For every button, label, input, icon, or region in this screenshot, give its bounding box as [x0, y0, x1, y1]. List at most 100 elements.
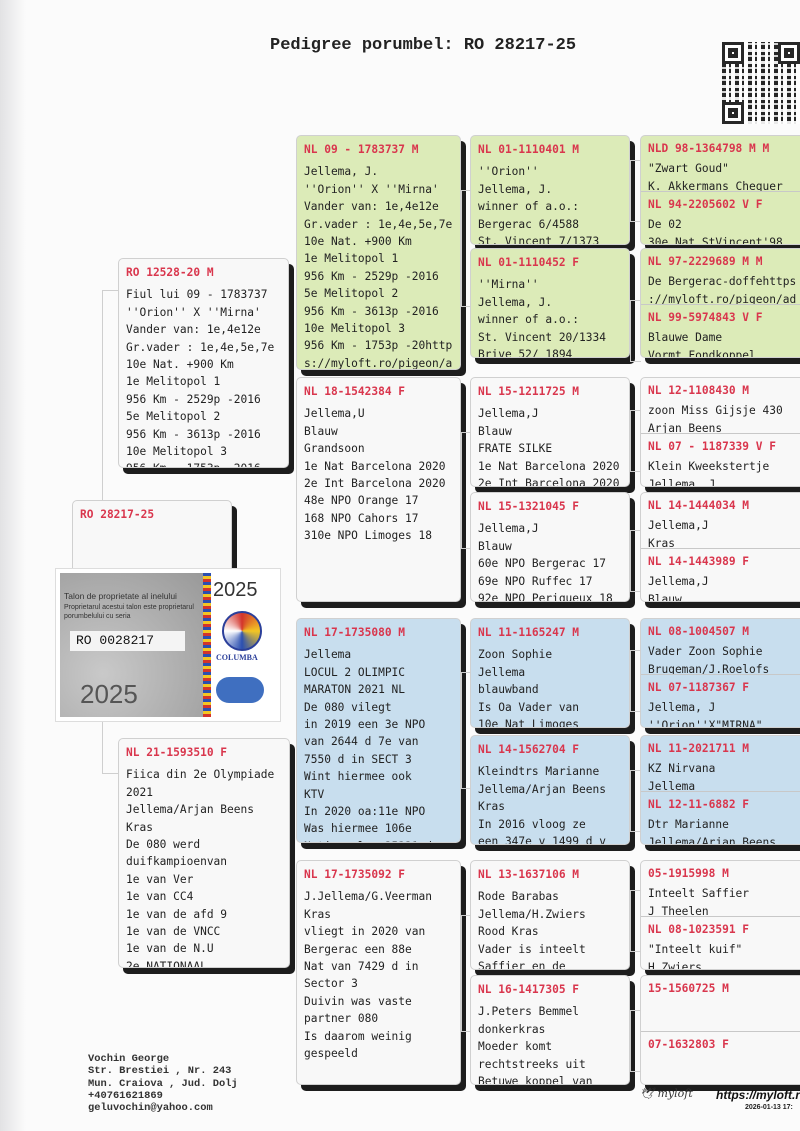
qr-code [722, 42, 800, 124]
connector-line [630, 1010, 641, 1072]
pigeon-info-line: Jellema,J [648, 575, 709, 589]
pigeon-ring-number: NL 09 - 1783737 M [304, 143, 419, 156]
pigeon-info-line: 1e van de VNCC [126, 925, 221, 939]
pigeon-info-line: De 02 [648, 218, 682, 232]
myloft-url-link[interactable]: https://myloft.r [716, 1088, 800, 1102]
gen3-box[interactable]: NL 01-1110452 F''Mirna''Jellema, J.winne… [470, 248, 630, 358]
pigeon-info-line: 2e Int Barcelona 2020 [478, 477, 620, 487]
pigeon-info-line: Gr.vader : 1e,4e,5e,7e [126, 340, 275, 354]
pigeon-ring-number: NL 97-2229689 M M [648, 255, 763, 268]
talon-subtitle: Proprietarul acestui talon este propriet… [64, 604, 194, 620]
pigeon-info-line: s://myloft.ro/pigeon/a [304, 356, 453, 370]
pigeon-info-line: 60e NPO Bergerac 17 [478, 557, 606, 571]
fci-logo-icon [216, 677, 264, 703]
pigeon-info-line: Is daarom weinig [304, 1029, 412, 1043]
gen4-entry[interactable]: NL 08-1023591 F"Inteelt kuif"H Zwiers [641, 916, 800, 970]
pigeon-info-line: blauwband [478, 683, 539, 697]
pigeon-info-line: Gr.vader : 1e,4e,5e,7e [304, 217, 453, 231]
gen4-entry[interactable]: 07-1632803 F [641, 1031, 800, 1084]
pigeon-info-line: van 2644 d 7e van [304, 735, 419, 749]
pigeon-info-line: Was hiermee 106e [304, 822, 412, 836]
ring-ownership-talon: Talon de proprietate al inelului Proprie… [55, 568, 281, 722]
pigeon-info-line: 956 Km - 3613p -2016 [126, 427, 261, 441]
pigeon-info-line: Nat van 7429 d in [304, 960, 419, 974]
pigeon-ring-number: RO 12528-20 M [126, 266, 214, 279]
gen4-pair-box[interactable]: 15-1560725 M 07-1632803 F [640, 975, 800, 1085]
owner-email: geluvochin@yahoo.com [88, 1102, 213, 1115]
pigeon-ring-number: NL 14-1444034 M [648, 499, 750, 512]
pigeon-info-line: 956 Km - 3613p -2016 [304, 304, 439, 318]
pigeon-info-line: Kras [478, 800, 505, 814]
pigeon-info-line: Is Oa Vader van [478, 700, 580, 714]
pigeon-info-line: winner of a.o.: [478, 313, 580, 327]
pigeon-ring-number: 05-1915998 M [648, 867, 729, 880]
pigeon-info-line: Bergerac 6/4588 [478, 217, 580, 231]
pigeon-info-line: 2021 [126, 785, 153, 799]
pigeon-info-line: J.Jellema/G.Veerman [304, 890, 432, 904]
pigeon-info-line: Duivin was vaste [304, 994, 412, 1008]
pigeon-info-line: Kras [648, 536, 675, 548]
pigeon-info-line: ''Orion''X"MIRNA" [648, 718, 763, 728]
pigeon-ring-number: NL 94-2205602 V F [648, 198, 763, 211]
pigeon-info-line: Jellema/Arjan Beens [478, 782, 606, 796]
gen4-entry[interactable]: 15-1560725 M [641, 976, 800, 1031]
pigeon-info-line: 69e NPO Ruffec 17 [478, 574, 593, 588]
gen4-entry[interactable]: NLD 98-1364798 M M"Zwart Goud"K. Akkerma… [641, 136, 800, 191]
pigeon-info-line: In 2016 vloog ze [478, 817, 586, 831]
pigeon-info-line: H Zwiers [648, 960, 702, 970]
pigeon-ring-number: NL 14-1562704 F [478, 743, 580, 756]
pigeon-info-line: 956 Km - 1753p -2016 [126, 460, 281, 467]
gen3-box[interactable]: NL 01-1110401 M''Orion''Jellema, J.winne… [470, 135, 630, 245]
pigeon-info-line: 10e Nat. +900 Km [126, 358, 234, 372]
pigeon-ring-number: 15-1560725 M [648, 982, 729, 995]
connector-line [461, 432, 471, 549]
pigeon-info-line: 168 NPO Cahors 17 [304, 511, 419, 525]
pigeon-info-line: St. Vincent 7/1373 [478, 235, 600, 245]
pigeon-info-line: Jellema, J. [478, 295, 553, 309]
pigeon-ring-number: NL 12-1108430 M [648, 384, 750, 397]
pigeon-info-line: St. Vincent 20/1334 [478, 330, 606, 344]
pigeon-info-line: Fiul lui 09 - 1783737 [126, 288, 268, 302]
pigeon-info-line: Vander van: 1e,4e12e [304, 200, 439, 214]
pigeon-info-line: Vormt Fondkoppel [648, 348, 756, 358]
pigeon-info-line: 2e NATIONAAL [126, 959, 207, 968]
pigeon-ring-number: NL 08-1004507 M [648, 625, 750, 638]
subject-ring: RO 28217-25 [80, 508, 155, 521]
print-date: 2026-01-13 17: [745, 1104, 793, 1111]
pigeon-info-line: Fiica din 2e Olympiade [126, 768, 275, 782]
connector-line [461, 915, 471, 1032]
gen4-pair-box[interactable]: NLD 98-1364798 M M"Zwart Goud"K. Akkerma… [640, 135, 800, 245]
pigeon-ring-number: NL 15-1211725 M [478, 385, 580, 398]
subject-box[interactable]: RO 28217-25 [72, 500, 232, 575]
